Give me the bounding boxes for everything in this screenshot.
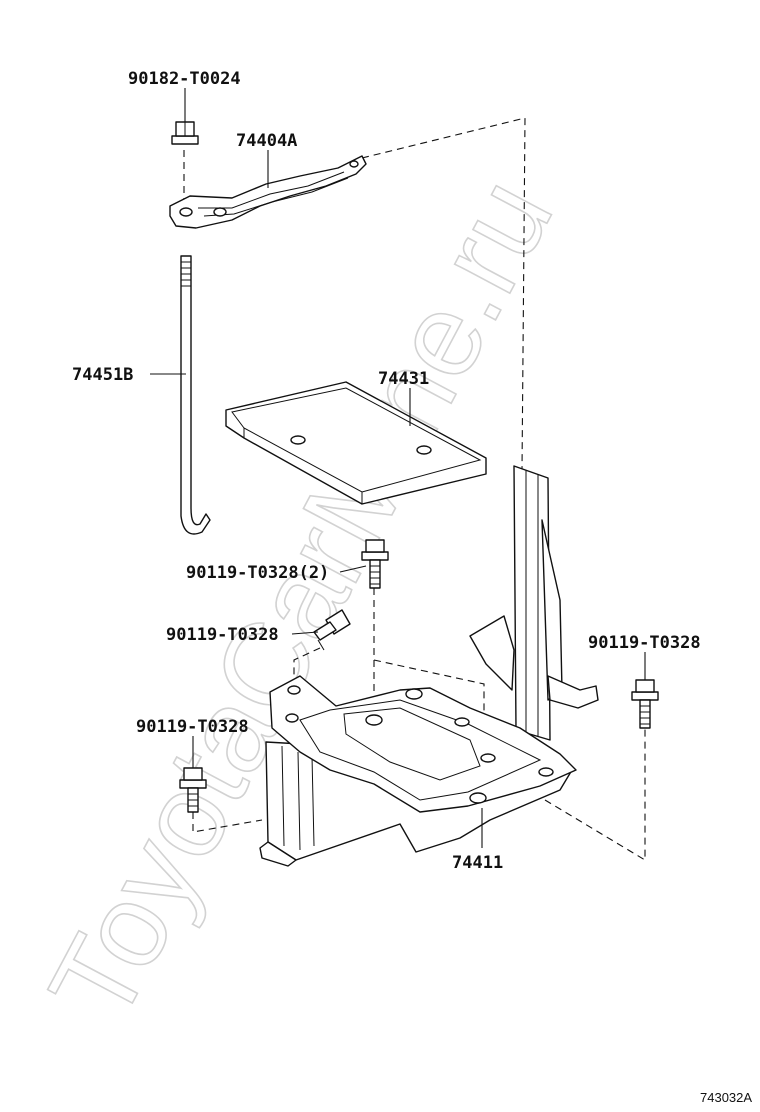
label-bolt-left-upper: 90119-T0328 xyxy=(166,625,279,645)
label-hold-down-rod: 74451B xyxy=(72,365,133,385)
figure-code: 743032A xyxy=(700,1090,752,1105)
flange-nut-top[interactable] xyxy=(171,121,199,145)
bolt-right[interactable] xyxy=(631,679,659,729)
label-bolt-left-lower: 90119-T0328 xyxy=(136,717,249,737)
battery-tray[interactable] xyxy=(225,381,487,505)
battery-clamp[interactable] xyxy=(169,155,367,229)
label-tray: 74431 xyxy=(378,369,429,389)
watermark: ToyotaCarMine.ru xyxy=(24,158,578,1042)
bolt-center[interactable] xyxy=(361,539,389,589)
assembly-lines xyxy=(183,117,646,861)
label-carrier: 74411 xyxy=(452,853,503,873)
bolt-left-upper[interactable] xyxy=(313,609,351,651)
label-bolt-right: 90119-T0328 xyxy=(588,633,701,653)
bolt-left-lower[interactable] xyxy=(179,767,207,813)
hold-down-rod[interactable] xyxy=(180,255,211,535)
label-clamp: 74404A xyxy=(236,131,297,151)
battery-carrier[interactable] xyxy=(259,465,599,867)
label-bolt-center: 90119-T0328(2) xyxy=(186,563,329,583)
leader-lines xyxy=(150,88,646,848)
label-nut-top: 90182-T0024 xyxy=(128,69,241,89)
